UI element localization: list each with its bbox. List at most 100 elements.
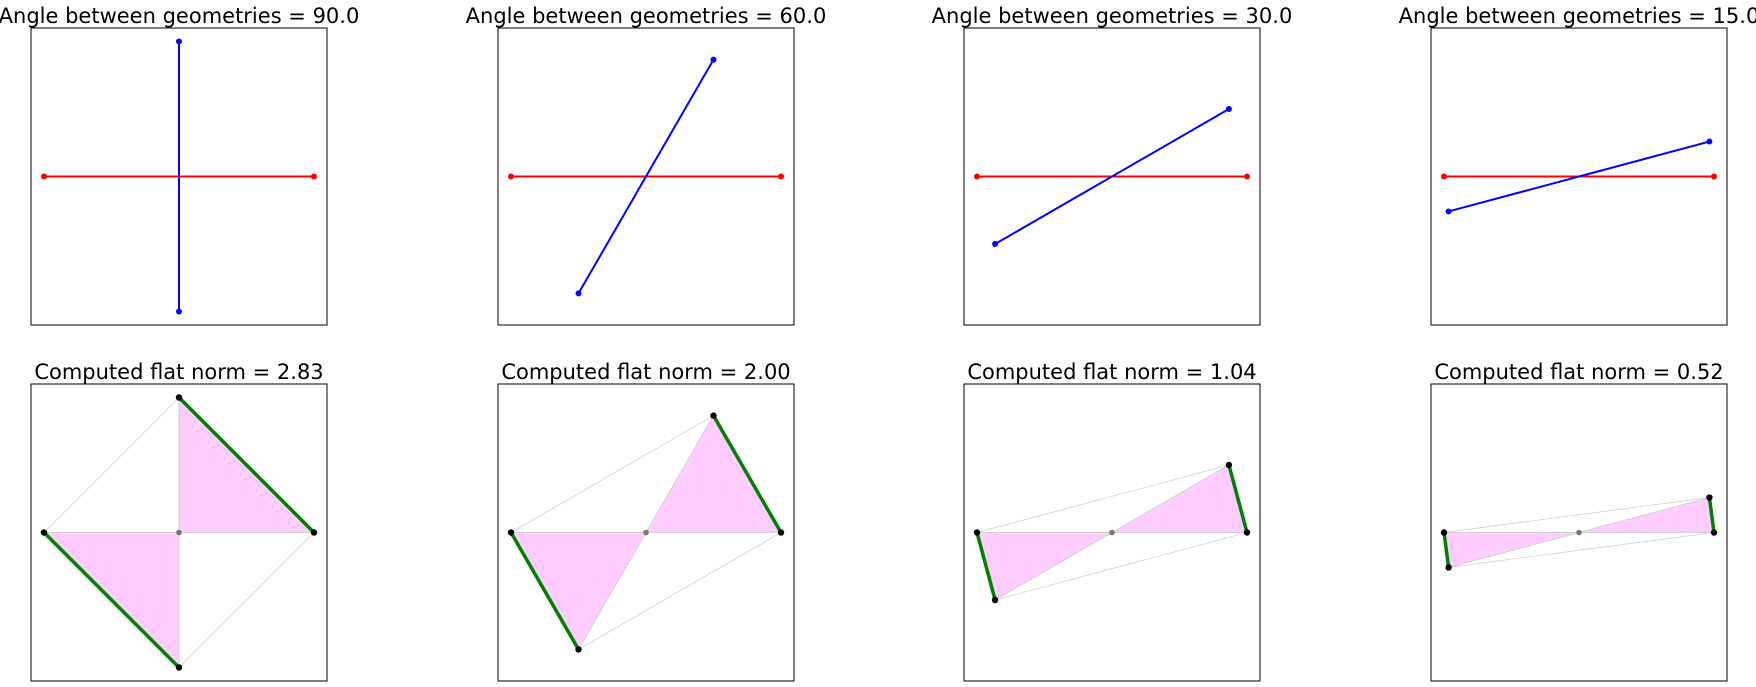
boundary-edge (509, 531, 581, 651)
mesh-edge (43, 397, 180, 533)
panel-content (1440, 494, 1718, 571)
panel-frame (30, 27, 328, 326)
shaded-triangle (511, 532, 646, 650)
mesh-vertex (507, 529, 515, 536)
reference-endpoint (41, 173, 47, 180)
boundary-edge (42, 531, 181, 669)
rotated-endpoint (176, 38, 182, 45)
mesh-vertex (1243, 529, 1251, 536)
mesh-vertex (575, 646, 582, 653)
shaded-triangle (646, 415, 781, 533)
mesh-edge (578, 532, 782, 650)
panel-title: Angle between geometries = 15.0 (1399, 4, 1756, 28)
mesh-vertex (973, 529, 981, 536)
boundary-edge (1707, 497, 1716, 533)
mesh-vertex (175, 664, 183, 671)
bottom-row: Computed flat norm = 2.83 Computed flat … (30, 360, 1728, 682)
reference-endpoint (1441, 173, 1447, 180)
reference-endpoint (1711, 173, 1717, 180)
mesh-vertex (175, 394, 183, 401)
rotated-endpoint (575, 290, 582, 297)
mesh-vertex (1710, 529, 1718, 536)
rotated-endpoint (1445, 208, 1452, 215)
boundary-edge (1442, 532, 1451, 568)
panel-title: Angle between geometries = 30.0 (932, 4, 1293, 28)
rotated-segment (994, 108, 1230, 245)
mesh-vertex (1706, 494, 1713, 501)
panel-title: Computed flat norm = 0.52 (1434, 360, 1723, 384)
mesh-edge (994, 532, 1113, 601)
rotated-segment (577, 59, 715, 294)
mesh-vertex (310, 529, 318, 536)
panel-frame (963, 27, 1261, 326)
panel-bottom-4: Computed flat norm = 0.52 (1430, 360, 1728, 682)
rotated-endpoint (710, 56, 717, 63)
panel-bottom-3: Computed flat norm = 1.04 (963, 360, 1261, 682)
mesh-vertex (991, 596, 999, 604)
boundary-edge (1227, 464, 1249, 533)
mesh-vertex (40, 529, 48, 536)
panel-content (1441, 138, 1717, 215)
panel-content (973, 461, 1251, 604)
panel-content (40, 394, 318, 671)
panel-bottom-2: Computed flat norm = 2.00 (497, 360, 795, 682)
panel-frame (1430, 383, 1728, 682)
panel-top-3: Angle between geometries = 30.0 (932, 4, 1293, 326)
center-vertex (176, 529, 182, 536)
mesh-vertex (1440, 529, 1448, 536)
panel-title: Computed flat norm = 1.04 (967, 360, 1256, 384)
mesh-edge (994, 532, 1248, 601)
rotated-endpoint (1706, 138, 1713, 145)
mesh-vertex (1445, 564, 1452, 571)
panel-frame (30, 383, 328, 682)
panel-title: Computed flat norm = 2.83 (34, 360, 323, 384)
mesh-edge (578, 532, 647, 650)
rotated-endpoint (176, 308, 182, 315)
center-vertex (643, 529, 649, 536)
panel-content (974, 106, 1250, 247)
shaded-triangle (1112, 465, 1247, 533)
panel-content (507, 412, 785, 653)
panel-content (41, 38, 317, 315)
center-vertex (1109, 529, 1115, 536)
panel-frame (1430, 27, 1728, 326)
mesh-vertex (777, 529, 785, 536)
panel-frame (963, 383, 1261, 682)
mesh-vertex (1225, 461, 1233, 469)
reference-endpoint (311, 173, 317, 180)
panel-title: Computed flat norm = 2.00 (501, 360, 790, 384)
boundary-edge (177, 396, 316, 534)
rotated-segment (1448, 140, 1710, 213)
rotated-endpoint (1225, 106, 1232, 112)
shaded-triangle (977, 532, 1112, 600)
top-row: Angle between geometries = 90.0 Angle be… (0, 4, 1756, 326)
boundary-edge (711, 414, 783, 534)
mesh-edge (1111, 464, 1230, 533)
panel-frame (497, 27, 795, 326)
mesh-edge (1578, 497, 1710, 533)
reference-endpoint (508, 173, 514, 180)
mesh-edge (1448, 532, 1715, 568)
reference-endpoint (974, 173, 980, 180)
panel-top-1: Angle between geometries = 90.0 (0, 4, 359, 326)
reference-endpoint (1244, 173, 1250, 180)
panel-top-2: Angle between geometries = 60.0 (466, 4, 827, 326)
mesh-vertex (710, 412, 717, 419)
mesh-edge (178, 532, 315, 668)
reference-endpoint (778, 173, 784, 180)
mesh-edge (1448, 532, 1580, 568)
center-vertex (1576, 529, 1582, 536)
rotated-endpoint (992, 241, 999, 247)
panel-frame (497, 383, 795, 682)
panel-top-4: Angle between geometries = 15.0 (1399, 4, 1756, 326)
panel-bottom-1: Computed flat norm = 2.83 (30, 360, 328, 682)
panel-content (508, 56, 784, 297)
panel-title: Angle between geometries = 60.0 (466, 4, 827, 28)
boundary-edge (975, 532, 997, 601)
mesh-edge (510, 415, 714, 533)
mesh-edge (645, 415, 714, 533)
panel-title: Angle between geometries = 90.0 (0, 4, 359, 28)
mesh-edge (1443, 497, 1710, 533)
mesh-edge (976, 464, 1230, 533)
